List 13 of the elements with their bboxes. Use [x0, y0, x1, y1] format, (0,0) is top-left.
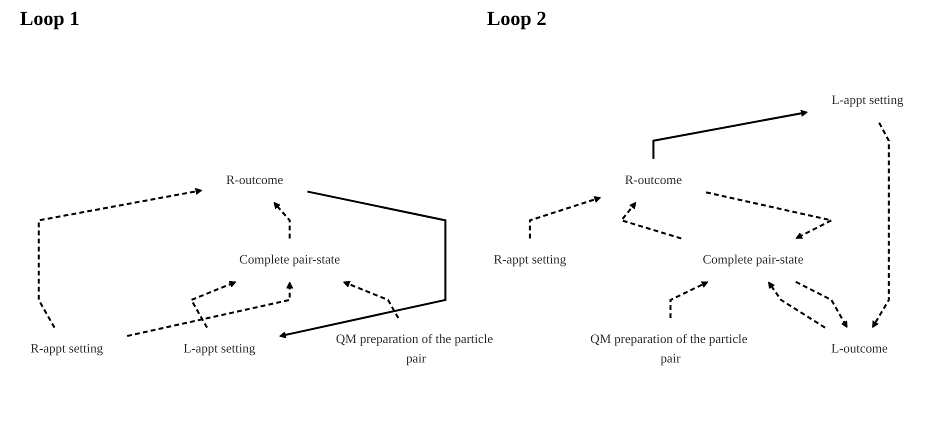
node-label: Complete pair-state — [702, 252, 804, 267]
node-label: R-outcome — [226, 173, 284, 187]
loop-heading: Loop 1 — [20, 8, 80, 31]
node-label: QM preparation of the particle pair — [336, 332, 494, 366]
node-label: R-appt setting — [30, 342, 104, 356]
node-label: L-appt setting — [832, 94, 904, 108]
node-label: R-appt setting — [494, 252, 566, 267]
node-label: L-outcome — [831, 342, 888, 356]
node-label: L-appt setting — [183, 342, 256, 356]
node-label: Complete pair-state — [239, 252, 340, 267]
node-label: QM preparation of the particle pair — [590, 332, 748, 366]
loop-heading: Loop 2 — [487, 8, 546, 31]
node-label: R-outcome — [624, 173, 682, 187]
